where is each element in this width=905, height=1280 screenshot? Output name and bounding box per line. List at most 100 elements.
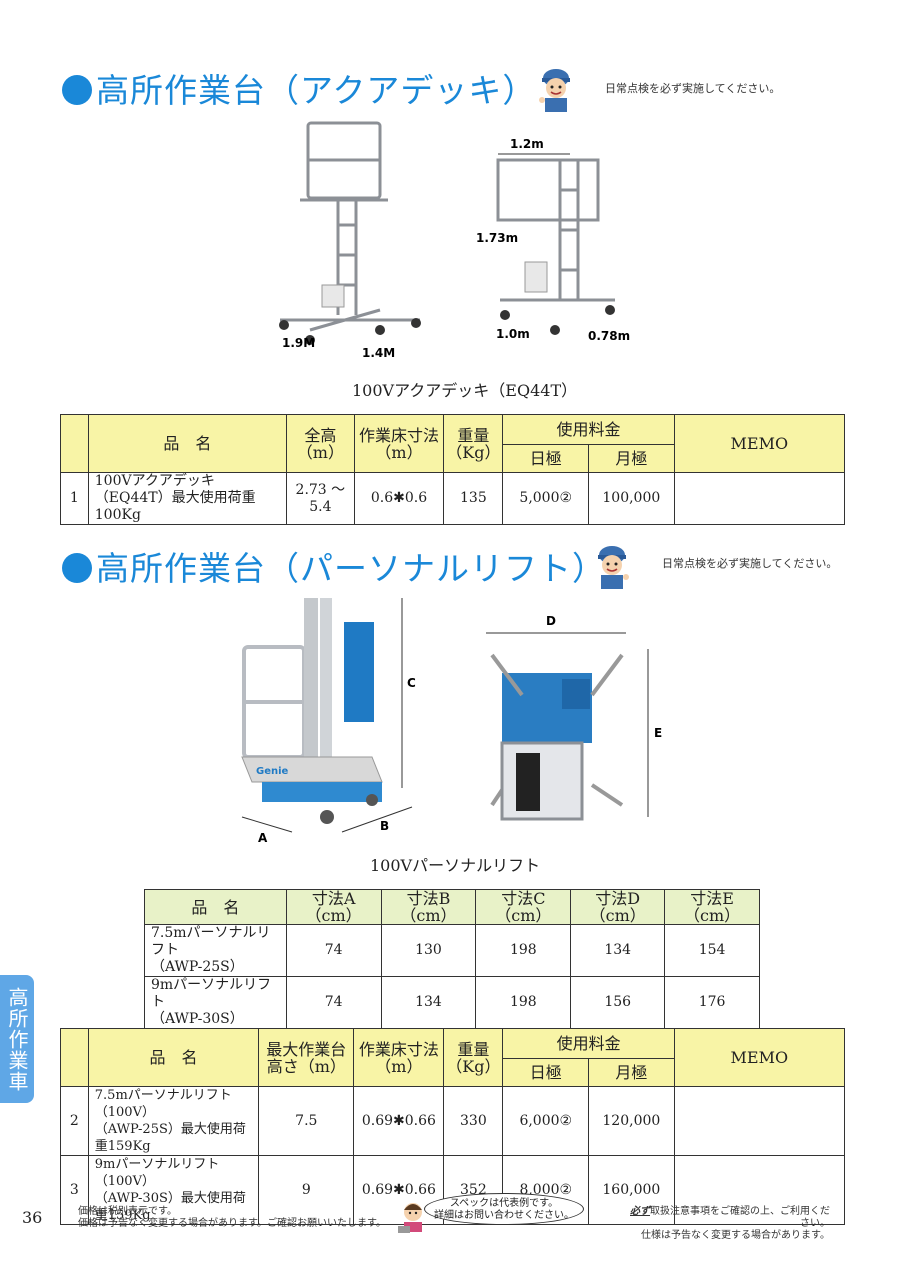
row-weight: 330 [443, 1086, 504, 1156]
table-row: 1 100Vアクアデッキ（EQ44T）最大使用荷重100Kg 2.73 ～ 5.… [60, 472, 846, 525]
footer-right-line1: 取扱注意事項をご確認の上、ご利用ください。 [650, 1206, 830, 1229]
header-month: 月極 [588, 444, 675, 473]
header-memo: MEMO [673, 1028, 846, 1087]
personal-lift-table: 品 名 最大作業台高さ（m） 作業床寸法（m） 重量（Kg） 使用料金 MEMO… [60, 1028, 846, 1225]
row-name: 100Vアクアデッキ（EQ44T）最大使用荷重100Kg [87, 472, 287, 525]
footer-right-emphasis: 必ず [630, 1206, 650, 1217]
page-number: 36 [22, 1208, 43, 1227]
dim-row-c: 198 [475, 924, 572, 977]
header-day: 日極 [502, 1058, 590, 1087]
row-weight: 135 [443, 472, 504, 525]
dim-width-label: 1.2m [510, 137, 544, 151]
dim-row-d: 134 [570, 924, 666, 977]
row-day: 6,000② [502, 1086, 590, 1156]
row-name: 9mパーソナルリフト（100V）（AWP-30S）最大使用荷重159Kg [87, 1155, 260, 1225]
row-month: 160,000 [588, 1155, 675, 1225]
operator-mascot-icon [398, 1203, 422, 1233]
dim-length-label: 1.0m [496, 327, 530, 341]
section1-notice: 日常点検を必ず実施してください。 [605, 82, 781, 95]
header-memo: MEMO [673, 414, 846, 473]
header-name: 品 名 [87, 1028, 260, 1087]
footer-right-line2: 仕様は予告なく変更する場合があります。 [641, 1230, 830, 1241]
dim-depth-label: 0.78m [588, 329, 630, 343]
bullet-dot-icon [62, 553, 92, 583]
dim-d-label: D [546, 614, 556, 628]
row-name: 7.5mパーソナルリフト（100V）（AWP-25S）最大使用荷重159Kg [87, 1086, 260, 1156]
footer-left-notes: 価格は税別表示です。 価格は予告なく変更する場合があります。ご確認お願いいたしま… [78, 1206, 386, 1230]
header-weight: 重量（Kg） [443, 1028, 504, 1087]
dim-header-b: 寸法B（cm） [380, 889, 477, 925]
dim-side-label: 1.9M [282, 336, 315, 350]
header-height: 最大作業台高さ（m） [258, 1028, 355, 1087]
personal-lift-dimension-table: 品 名 寸法A（cm） 寸法B（cm） 寸法C（cm） 寸法D（cm） 寸法E（… [144, 889, 760, 1029]
dim-header-c: 寸法C（cm） [475, 889, 572, 925]
dim-header-name: 品 名 [144, 889, 287, 925]
footer-left-line1: 価格は税別表示です。 [78, 1206, 177, 1217]
row-no: 2 [60, 1086, 89, 1156]
dim-row-b: 130 [380, 924, 477, 977]
footer-left-line2: 価格は予告なく変更する場合があります。ご確認お願いいたします。 [78, 1218, 386, 1229]
section2-heading: 高所作業台（パーソナルリフト） [62, 542, 606, 590]
dim-row-b: 134 [380, 976, 477, 1029]
header-floor: 作業床寸法（m） [353, 1028, 445, 1087]
dim-row-e: 154 [664, 924, 760, 977]
dim-base-label: 1.4M [362, 346, 395, 360]
table-corner [60, 1028, 89, 1087]
dim-e-label: E [654, 726, 662, 740]
row-name-line2: （EQ44T）最大使用荷重100Kg [94, 490, 256, 523]
row-no: 1 [60, 472, 89, 525]
section1-caption: 100Vアクアデッキ（EQ44T） [352, 381, 578, 400]
personal-lift-photo-2: D E [486, 614, 662, 821]
bullet-dot-icon [62, 75, 92, 105]
header-fee: 使用料金 [502, 414, 675, 445]
dim-header-a: 寸法A（cm） [285, 889, 382, 925]
dim-row-a: 74 [285, 976, 382, 1029]
dim-row-d: 156 [570, 976, 666, 1029]
header-fee: 使用料金 [502, 1028, 675, 1059]
footer-right-notes: 必ず取扱注意事項をご確認の上、ご利用ください。 仕様は予告なく変更する場合があり… [624, 1206, 830, 1242]
row-month: 100,000 [588, 472, 675, 525]
table-row: 2 7.5mパーソナルリフト（100V）（AWP-25S）最大使用荷重159Kg… [60, 1086, 846, 1156]
dim-header-d: 寸法D（cm） [570, 889, 666, 925]
table-row: 9mパーソナルリフト（AWP-30S） 74 134 198 156 176 [144, 976, 760, 1029]
side-tab-category: 高所作業車 [0, 975, 34, 1103]
table-row: 3 9mパーソナルリフト（100V）（AWP-30S）最大使用荷重159Kg 9… [60, 1155, 846, 1225]
header-weight: 重量（Kg） [443, 414, 504, 473]
header-name: 品 名 [87, 414, 287, 473]
dim-row-name: 7.5mパーソナルリフト（AWP-25S） [144, 924, 287, 977]
row-name-line1: 7.5mパーソナルリフト（100V） [94, 1088, 232, 1120]
aqua-deck-photo-2: 1.2m 1.73m 1.0m 0.78m [476, 137, 630, 343]
dim-row-c: 198 [475, 976, 572, 1029]
brand-label: Genie [256, 766, 289, 777]
header-day: 日極 [502, 444, 590, 473]
dim-row-name-line2: （AWP-30S） [151, 1011, 244, 1027]
dim-c-label: C [407, 676, 416, 690]
dim-b-label: B [380, 819, 389, 833]
header-month: 月極 [588, 1058, 675, 1087]
table-corner [60, 414, 89, 473]
row-height: 7.5 [258, 1086, 355, 1156]
dim-row-a: 74 [285, 924, 382, 977]
dim-height-label: 1.73m [476, 231, 518, 245]
row-height: 2.73 ～ 5.4 [285, 472, 355, 525]
dim-row-name: 9mパーソナルリフト（AWP-30S） [144, 976, 287, 1029]
aqua-deck-photo-1: 1.9M 1.4M [279, 121, 421, 360]
row-memo [673, 472, 846, 525]
row-floor: 0.6✱0.6 [353, 472, 445, 525]
section2-heading-text: 高所作業台（パーソナルリフト） [96, 549, 606, 588]
header-floor: 作業床寸法（m） [353, 414, 445, 473]
dim-a-label: A [258, 831, 268, 845]
worker-mascot-icon [539, 69, 570, 112]
section1-heading: 高所作業台（アクアデッキ） [62, 64, 536, 112]
row-name-line2: （AWP-25S）最大使用荷重159Kg [94, 1122, 246, 1154]
bubble-line1: スペックは代表例です。 [449, 1198, 559, 1209]
spec-speech-bubble: スペックは代表例です。 詳細はお問い合わせください。 [424, 1193, 584, 1225]
dim-header-e: 寸法E（cm） [664, 889, 760, 925]
row-height: 9 [258, 1155, 355, 1225]
table-row: 7.5mパーソナルリフト（AWP-25S） 74 130 198 134 154 [144, 924, 760, 977]
row-name-line2: （AWP-30S）最大使用荷重159Kg [94, 1191, 246, 1223]
header-height: 全高（m） [285, 414, 355, 473]
section1-heading-text: 高所作業台（アクアデッキ） [96, 71, 537, 110]
bubble-line2: 詳細はお問い合わせください。 [434, 1210, 574, 1221]
dim-row-name-line1: 7.5mパーソナルリフト [151, 925, 271, 958]
